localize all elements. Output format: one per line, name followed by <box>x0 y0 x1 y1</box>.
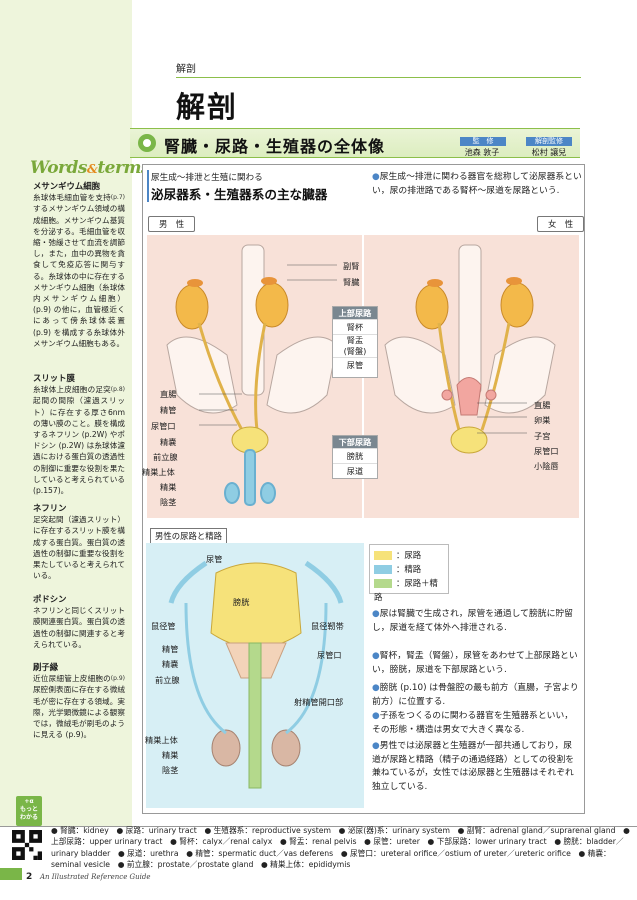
male-genitals <box>224 449 276 506</box>
female-label: 女 性 <box>537 216 585 232</box>
term-ref: (p.7) <box>110 194 125 202</box>
term-body: ネフリンと同じくスリット膜関連蛋白質。蛋白質の透過性の制御に関連すると考えられて… <box>33 606 125 649</box>
legend-seminal: ：精路 <box>374 562 444 576</box>
more-info-badge: +α もっと わかる <box>16 796 42 826</box>
section-title-bar <box>130 128 580 158</box>
male-tract-illustration <box>168 560 344 789</box>
lower-label-ureter: 尿管 <box>206 554 223 564</box>
book-name: An Illustrated Reference Guide <box>40 873 151 881</box>
lower-tract-item: 膀胱 <box>333 448 377 463</box>
lower-label-inguinal: 鼠径管 <box>151 621 176 631</box>
lower-urinary-tract-box: 下部尿路 膀胱 尿道 <box>332 435 378 479</box>
term-slit-membrane: スリット膜 (p.8) 糸球体上皮細胞の足突起間の間隙（濾過スリット）に存在する… <box>33 373 125 496</box>
urogenital-illustration <box>166 244 556 506</box>
intro-note: ●尿生成～排泄に関わる器官を総称して泌尿器系といい，尿の排泄路である腎杯～尿道を… <box>372 172 582 196</box>
term-body: 糸球体毛細血管を支持するメサンギウム領域の構成細胞。メサンギウム基質を分泌する。… <box>33 193 125 348</box>
note-4: ●子孫をつくるのに関わる器官を生殖器系といい，その形態・構造は男女で大きく異なる… <box>372 711 574 735</box>
legend-urinary: ：尿路 <box>374 548 444 562</box>
supervisor-role-badge: 監 修 <box>460 137 506 146</box>
footer-glossary: ● 腎臓：kidney ● 尿路：urinary tract ● 生殖器系：re… <box>51 826 630 870</box>
lower-label-testis: 精巣 <box>162 750 179 760</box>
bullet-ring-icon <box>138 134 156 152</box>
male-label-prostate: 前立腺 <box>153 452 178 462</box>
female-label-rectum: 直腸 <box>534 400 551 410</box>
male-label-testis: 精巣 <box>160 482 177 492</box>
lower-label-epididymis: 精巣上体 <box>145 735 178 745</box>
lower-label-inguinal-ligament: 鼠径靭帯 <box>311 621 344 631</box>
term-ref: (p.9) <box>110 675 125 683</box>
lower-diagram-title: 男性の尿路と精路 <box>150 528 227 544</box>
upper-tract-title: 上部尿路 <box>333 307 377 319</box>
male-label-ureteric-orifice: 尿管口 <box>151 421 176 431</box>
female-label-ureteric-orifice: 尿管口 <box>534 446 559 456</box>
term-title: ネフリン <box>33 503 67 513</box>
note-1: ●尿は腎臓で生成され，尿管を通過して膀胱に貯留し，尿道を経て体外へ排泄される. <box>372 609 573 633</box>
male-label-vas: 精管 <box>160 405 177 415</box>
illustration-name: 松村 讓兒 <box>531 148 567 157</box>
adrenal-shapes <box>187 277 522 287</box>
legend-swatch-seminal <box>374 565 392 574</box>
upper-tract-item: 腎盂 (腎盤) <box>333 334 377 357</box>
upper-tract-item: 腎杯 <box>333 319 377 334</box>
label-adrenal: 副腎 <box>343 261 360 271</box>
male-label-rectum: 直腸 <box>160 389 177 399</box>
male-label: 男 性 <box>148 216 196 232</box>
page-number: 2 <box>26 872 33 882</box>
footer-rule <box>0 826 637 827</box>
female-uterus <box>441 377 497 416</box>
lower-label-penis: 陰茎 <box>162 765 179 775</box>
section-label: 解剖 <box>176 64 196 75</box>
color-legend: ：尿路 ：精路 ：尿路＋精路 <box>369 544 449 602</box>
legend-swatch-urinary <box>374 551 392 560</box>
lower-label-ejaculatory: 射精管開口部 <box>294 697 344 707</box>
note-5: ●男性では泌尿器と生殖器が一部共通しており，尿道が尿路と精路（精子の通過経路）と… <box>372 741 575 792</box>
male-label-seminal: 精嚢 <box>160 437 177 447</box>
page-tab-bar <box>0 868 22 880</box>
female-label-labia: 小陰唇 <box>534 461 559 471</box>
lower-label-seminal: 精嚢 <box>162 659 179 669</box>
legend-combined: ：尿路＋精路 <box>374 578 438 602</box>
lower-label-ureteric-orifice: 尿管口 <box>317 650 342 660</box>
section-title: 腎臓・尿路・生殖器の全体像 <box>164 137 386 156</box>
term-nephrin: ネフリン 足突起間（濾過スリット）に存在するスリット膜を構成する蛋白質。蛋白質の… <box>33 503 125 581</box>
term-title: スリット膜 <box>33 373 75 383</box>
kidney-shapes <box>175 282 534 330</box>
term-body: 足突起間（濾過スリット）に存在するスリット膜を構成する蛋白質。蛋白質の透過性の制… <box>33 515 125 581</box>
legend-swatch-combined <box>374 579 392 588</box>
label-kidney: 腎臓 <box>343 277 360 287</box>
male-label-penis: 陰茎 <box>160 497 177 507</box>
words-and-terms-logo: Words&terms <box>30 158 150 178</box>
lower-label-vas: 精管 <box>162 644 179 654</box>
term-title: ポドシン <box>33 594 67 604</box>
illustration-role-badge: 解剖監修 <box>526 137 572 146</box>
female-label-uterus: 子宮 <box>534 431 551 441</box>
term-title: メサンギウム細胞 <box>33 181 100 191</box>
term-podocin: ポドシン ネフリンと同じくスリット膜関連蛋白質。蛋白質の透過性の制御に関連すると… <box>33 594 125 650</box>
term-brush-border: 刷子縁 (p.9) 近位尿細管上皮細胞の尿腔側表面に存在する微絨毛が密に存在する… <box>33 662 125 740</box>
term-body: 糸球体上皮細胞の足突起間の間隙（濾過スリット）に存在する厚さ6nmの薄い膜のこと… <box>33 385 125 496</box>
sub-caption: 尿生成～排泄と生殖に関わる <box>151 173 263 183</box>
male-label-epididymis: 精巣上体 <box>142 467 175 477</box>
header-rule <box>176 77 581 78</box>
female-label-ovary: 卵巣 <box>534 415 551 425</box>
upper-tract-item: 尿管 <box>333 357 377 372</box>
upper-urinary-tract-box: 上部尿路 腎杯 腎盂 (腎盤) 尿管 <box>332 306 378 378</box>
term-body: 近位尿細管上皮細胞の尿腔側表面に存在する微絨毛が密に存在する領域。実際，光学顕微… <box>33 674 125 740</box>
caption-accent-bar <box>147 170 149 202</box>
supervisor-name: 池森 敦子 <box>464 148 500 157</box>
sidebar-background <box>0 0 132 826</box>
lower-label-prostate: 前立腺 <box>155 675 180 685</box>
ureter-lines <box>197 322 511 431</box>
term-mesangial: メサンギウム細胞 (p.7) 糸球体毛細血管を支持するメサンギウム領域の構成細胞… <box>33 181 125 349</box>
lower-tract-title: 下部尿路 <box>333 436 377 448</box>
note-2: ●腎杯，腎盂（腎盤），尿管をあわせて上部尿路といい，膀胱，尿道を下部尿路という. <box>372 651 578 675</box>
term-title: 刷子縁 <box>33 662 59 672</box>
lower-tract-item: 尿道 <box>333 463 377 478</box>
note-3: ●膀胱 (p.10) は骨盤腔の最も前方（直腸，子宮より前方）に位置する. <box>372 683 579 707</box>
lower-label-bladder: 膀胱 <box>233 597 250 607</box>
page-title: 解剖 <box>176 90 239 124</box>
term-ref: (p.8) <box>110 386 125 394</box>
qr-code-icon[interactable] <box>12 830 42 860</box>
sub-heading: 泌尿器系・生殖器系の主な臓器 <box>151 187 328 202</box>
